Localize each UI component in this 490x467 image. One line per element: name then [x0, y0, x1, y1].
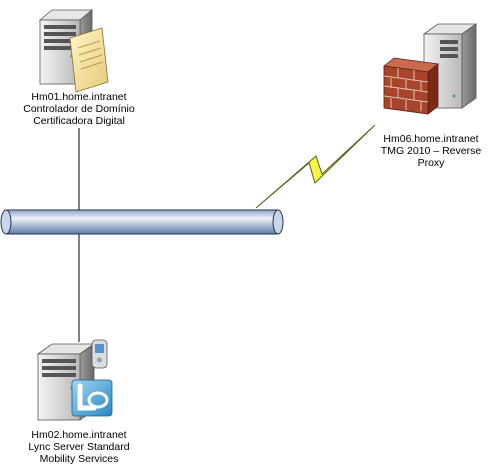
- mobile-phone-icon: [91, 339, 108, 369]
- node-label-hm06: Hm06.home.intranet TMG 2010 – Reverse Pr…: [372, 133, 490, 169]
- hm06-role: TMG 2010 – Reverse: [380, 145, 482, 157]
- lync-logo-icon: [71, 379, 113, 417]
- firewall-server-icon: [383, 23, 478, 115]
- hm01-role-detail: Certificadora Digital: [33, 115, 125, 127]
- hm02-role: Lync Server Standard: [28, 441, 130, 453]
- hm06-role-detail: Proxy: [417, 157, 445, 169]
- lync-server-mobile-icon: [36, 339, 113, 421]
- node-label-hm02: Hm02.home.intranet Lync Server Standard …: [0, 429, 158, 465]
- brick-wall-icon: [383, 57, 439, 115]
- hm01-role: Controlador de Domínio: [23, 103, 135, 115]
- hm02-role-detail: Mobility Services: [39, 453, 119, 465]
- hm01-hostname: Hm01.home.intranet: [31, 91, 127, 103]
- hm06-hostname: Hm06.home.intranet: [383, 133, 479, 145]
- node-label-hm01: Hm01.home.intranet Controlador de Domíni…: [0, 91, 158, 127]
- server-with-certificate-icon: [38, 9, 109, 93]
- network-bus: [0, 209, 284, 235]
- lightning-link-icon: [255, 124, 376, 209]
- hm02-hostname: Hm02.home.intranet: [31, 429, 127, 441]
